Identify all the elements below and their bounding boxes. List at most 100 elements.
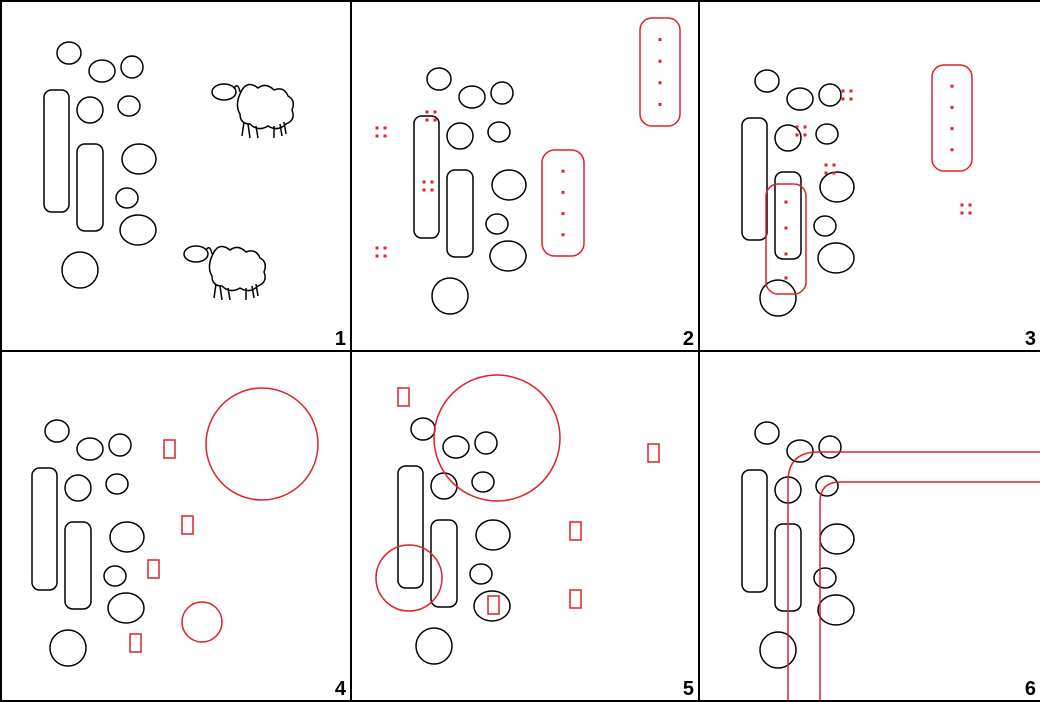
red-dot	[841, 89, 845, 93]
rock-outline	[759, 279, 797, 317]
red-dot	[658, 81, 662, 85]
panel-6: 6	[698, 350, 1040, 702]
rock-outline	[56, 41, 82, 65]
red-dot	[375, 246, 379, 250]
sheep-leg	[255, 125, 259, 139]
red-dot-box	[541, 149, 585, 257]
red-dot	[375, 254, 379, 258]
rock-outline	[817, 242, 855, 274]
rock-outline	[88, 59, 116, 83]
panel-3: 3	[698, 0, 1040, 352]
rock-outline	[818, 83, 842, 107]
red-circle	[375, 544, 443, 612]
red-circle	[181, 601, 223, 643]
red-dot	[795, 133, 799, 137]
rock-outline	[76, 437, 104, 461]
panel-2-drawing	[375, 17, 681, 315]
rock-outline	[475, 519, 511, 551]
red-dot	[383, 126, 387, 130]
rock-outline	[117, 95, 141, 117]
rock-outline	[786, 439, 814, 463]
red-dot-box	[765, 183, 807, 295]
red-dot	[784, 276, 788, 280]
rock-outline	[121, 143, 157, 175]
red-dot	[561, 233, 565, 237]
red-small-box	[487, 595, 500, 615]
rock-outline	[815, 475, 839, 497]
rock-outline	[109, 521, 145, 553]
sheep-leg	[279, 123, 283, 137]
red-dot-box	[931, 64, 973, 172]
red-dot	[433, 110, 437, 114]
sheep-leg	[213, 283, 217, 299]
sheep-leg	[241, 121, 245, 137]
panel-1-drawing	[43, 41, 295, 301]
rock-outline	[430, 472, 458, 500]
rock-outline	[107, 592, 145, 624]
red-small-box	[129, 633, 142, 653]
red-small-box	[569, 521, 582, 541]
red-road-outer-edge	[787, 451, 1040, 700]
rock-outline	[485, 213, 509, 235]
rock-outline	[108, 433, 132, 457]
red-circle	[205, 387, 319, 501]
sheep-leg	[283, 121, 287, 135]
sheep-leg	[219, 285, 223, 301]
rock-outline	[458, 85, 486, 109]
red-dot-box	[639, 17, 681, 127]
red-circle	[433, 374, 561, 502]
rock-outline	[442, 435, 470, 459]
rock-outline	[44, 419, 70, 443]
red-dot	[832, 171, 836, 175]
sheep-head	[211, 83, 237, 101]
rock-outline	[490, 81, 514, 105]
sheep-drawing	[211, 83, 295, 139]
log-outline	[76, 143, 104, 232]
rock-outline	[774, 124, 802, 152]
panel-6-drawing	[741, 421, 1040, 700]
red-dot	[422, 180, 426, 184]
rock-outline	[754, 69, 780, 93]
panel-4-drawing	[31, 387, 319, 667]
rock-outline	[103, 565, 127, 587]
rock-outline	[469, 563, 493, 585]
red-dot	[849, 97, 853, 101]
rock-outline	[119, 214, 157, 246]
log-outline	[64, 521, 92, 610]
rock-outline	[817, 594, 855, 626]
sheep-body	[208, 245, 267, 292]
rock-outline	[105, 473, 129, 495]
rock-outline	[759, 631, 797, 669]
sheep-ear	[205, 247, 213, 255]
panel-number: 1	[334, 328, 346, 350]
red-dot	[784, 200, 788, 204]
panel-number: 4	[334, 678, 346, 700]
sheep-leg	[255, 283, 259, 297]
rock-outline	[115, 187, 139, 209]
red-dot	[561, 212, 565, 216]
sheep-head	[183, 245, 209, 263]
rock-outline	[61, 251, 99, 289]
red-dot	[375, 134, 379, 138]
panel-3-drawing	[741, 64, 973, 317]
log-outline	[413, 115, 440, 239]
log-outline	[31, 467, 58, 591]
rock-outline	[815, 123, 839, 145]
rock-outline	[474, 431, 498, 455]
red-small-box	[569, 589, 582, 609]
red-dot	[430, 180, 434, 184]
rock-outline	[473, 590, 511, 622]
rock-outline	[819, 171, 855, 203]
red-dot	[658, 59, 662, 63]
rock-outline	[754, 421, 780, 445]
rock-outline	[120, 55, 144, 79]
sheep-leg	[251, 285, 255, 299]
red-dot	[784, 226, 788, 230]
rock-outline	[819, 523, 855, 555]
panel-1: 1	[0, 0, 352, 352]
log-outline	[741, 117, 768, 241]
rock-outline	[426, 67, 452, 91]
rock-outline	[813, 215, 837, 237]
red-small-box	[397, 387, 410, 407]
